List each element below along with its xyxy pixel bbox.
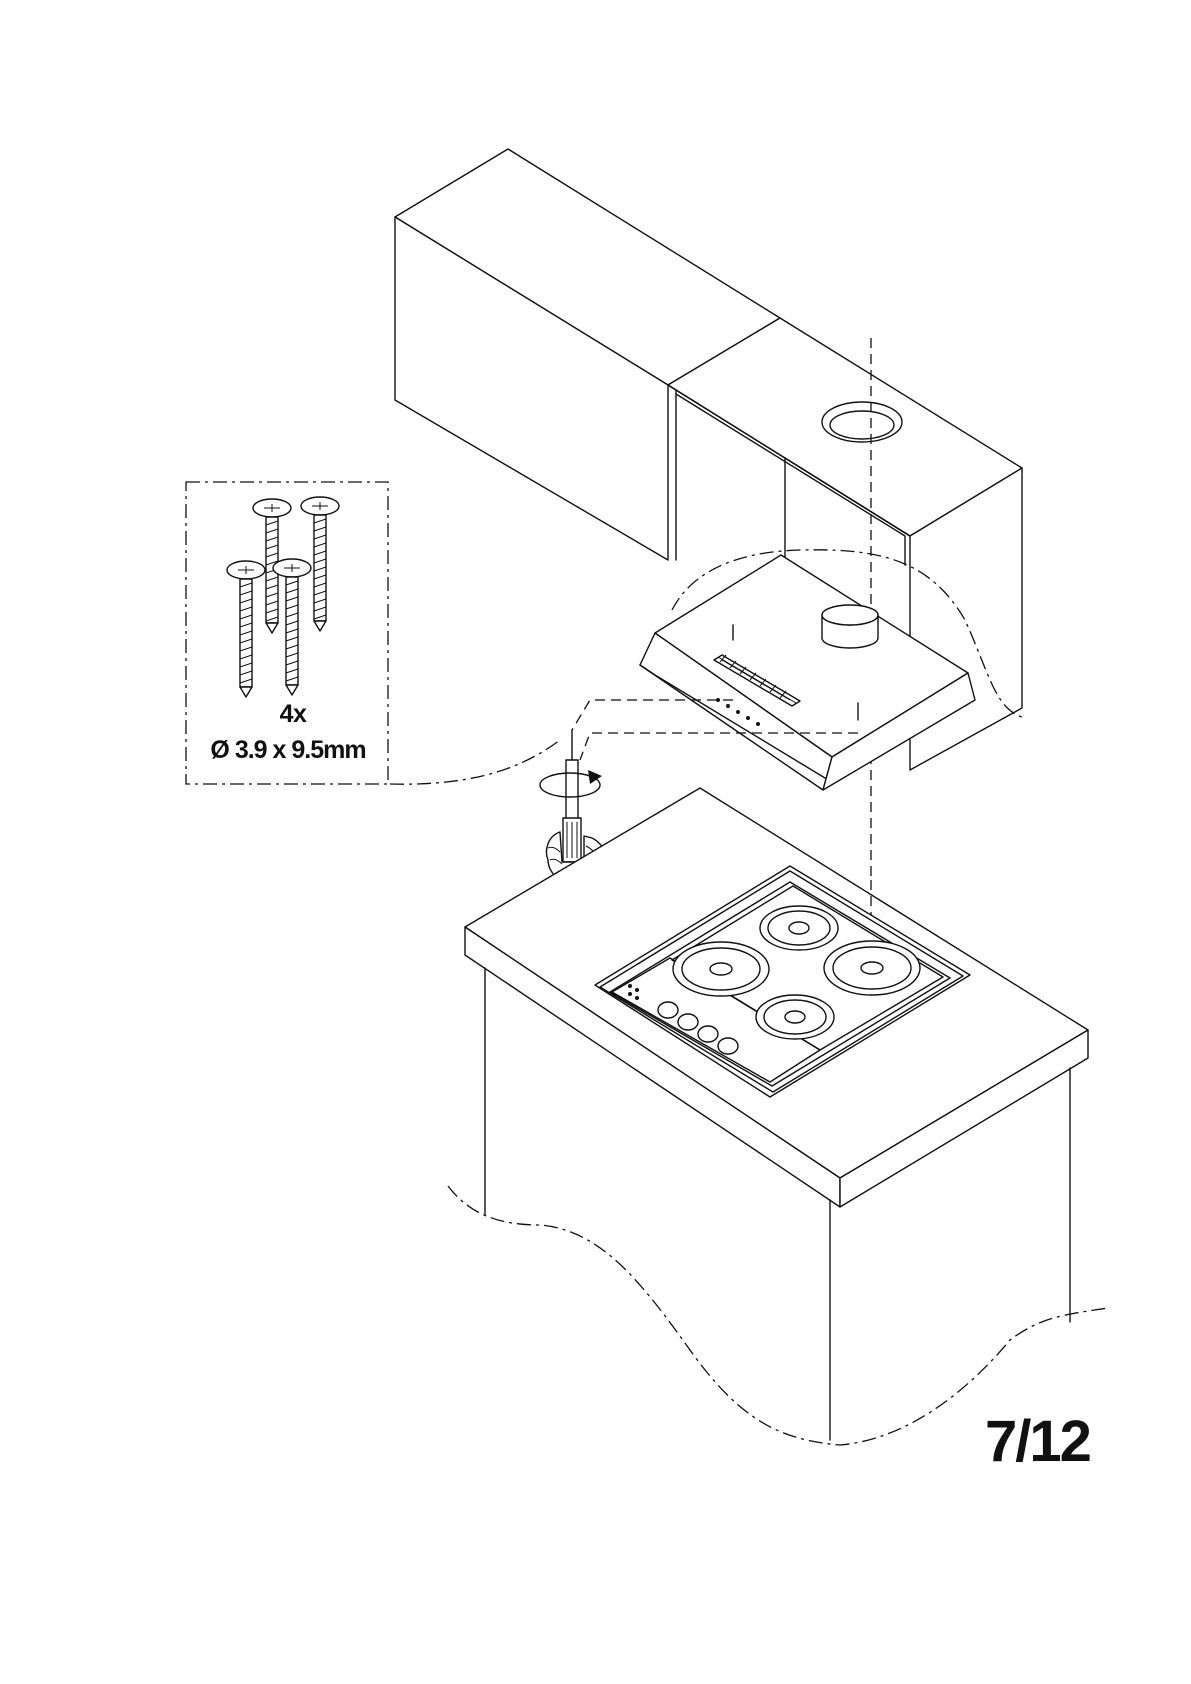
hotplate <box>760 906 838 950</box>
wall-cabinets <box>395 149 1022 880</box>
page-number: 7/12 <box>985 1408 1090 1475</box>
screw-quantity: 4x <box>198 700 388 729</box>
screw-icon <box>227 561 265 697</box>
hotplate <box>824 941 920 995</box>
hotplate <box>756 995 834 1039</box>
floor-cutoff <box>448 1186 1108 1445</box>
hotplate <box>673 942 769 996</box>
screw-size: Ø 3.9 x 9.5mm <box>186 736 390 765</box>
screw-icon <box>273 559 311 695</box>
screw-box-leader <box>390 740 560 784</box>
